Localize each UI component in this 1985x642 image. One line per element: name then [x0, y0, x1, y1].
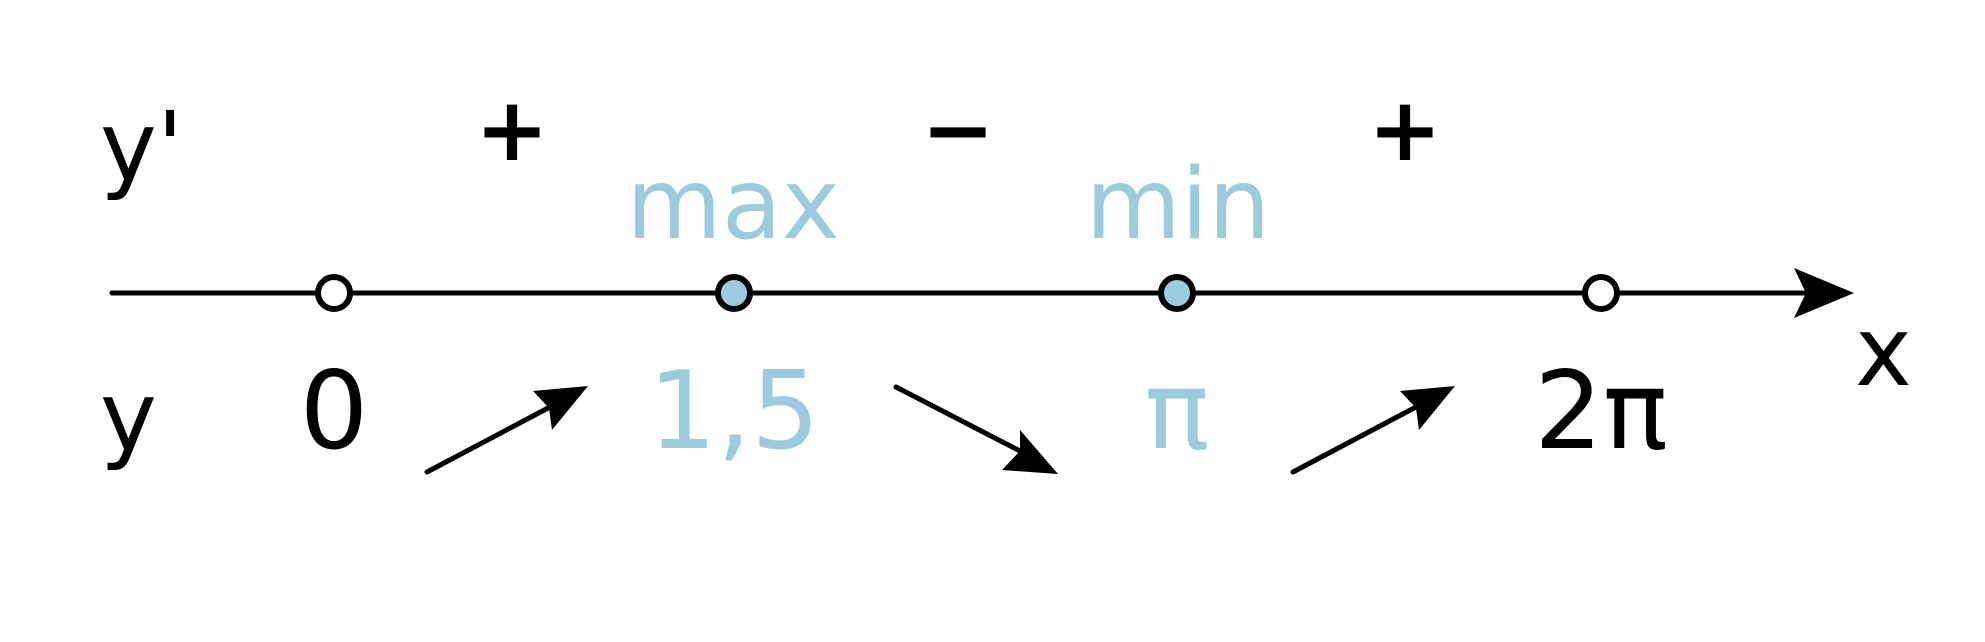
point-0	[315, 274, 353, 312]
sign-interval-2: −	[921, 78, 995, 181]
point-label-2pi: 2π	[1534, 349, 1668, 474]
point-label-pi: π	[1144, 349, 1209, 474]
increasing-arrow-line-2	[1290, 404, 1419, 475]
point-pi	[1158, 274, 1196, 312]
point-1-5	[715, 274, 753, 312]
decreasing-arrow-head	[1002, 430, 1058, 474]
derivative-row-label: y'	[100, 91, 183, 203]
function-row-label: y	[100, 361, 157, 473]
point-2pi	[1582, 274, 1620, 312]
axis-arrowhead	[1794, 268, 1854, 318]
increasing-arrow-head-1	[533, 386, 588, 430]
point-label-1-5: 1,5	[648, 349, 820, 474]
increasing-arrow-line-1	[424, 404, 553, 475]
axis-label: x	[1855, 296, 1912, 408]
sign-interval-3: +	[1368, 78, 1442, 181]
point-label-0: 0	[300, 349, 369, 474]
increasing-arrow-head-2	[1400, 386, 1455, 430]
min-label: min	[1086, 148, 1271, 262]
sign-interval-1: +	[475, 78, 549, 181]
decreasing-arrow-line	[893, 384, 1023, 454]
max-label: max	[626, 148, 840, 262]
